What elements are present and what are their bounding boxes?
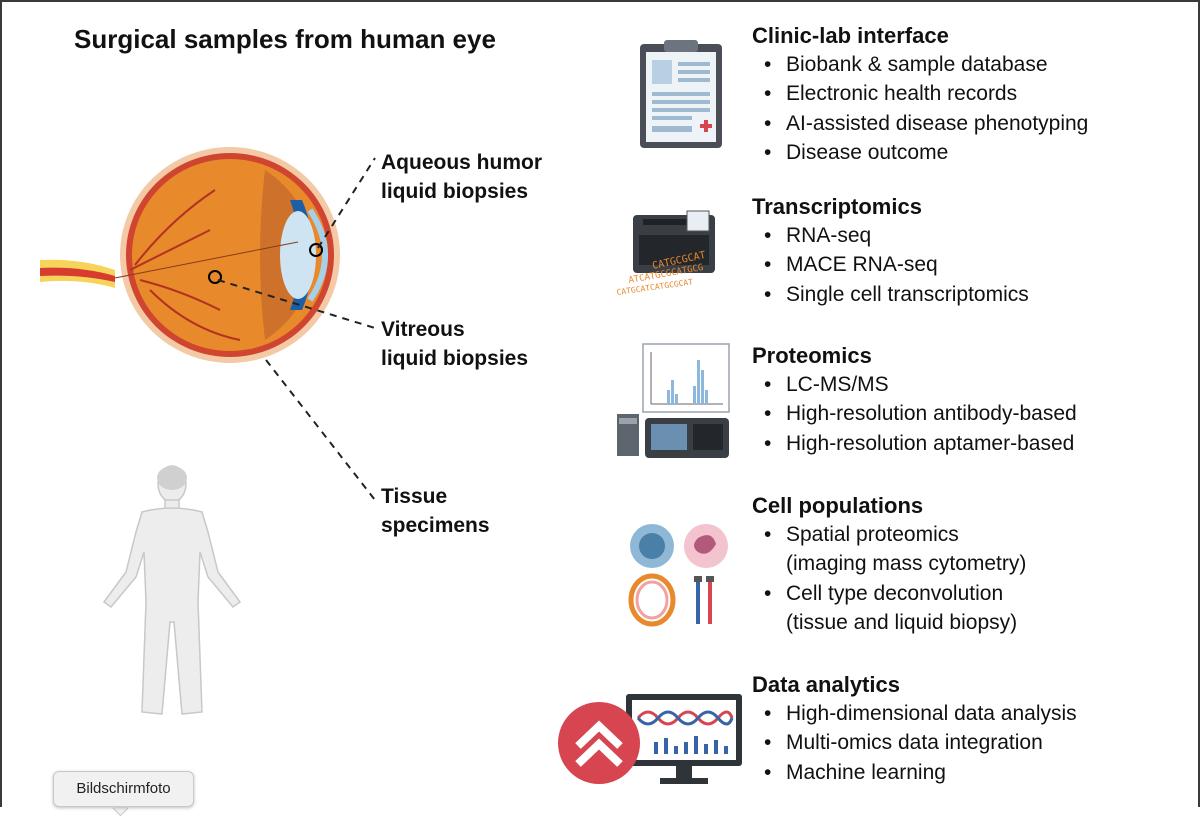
section-data-analytics: Data analytics High-dimensional data ana… [752,671,1077,787]
list-item: MACE RNA-seq [752,250,1029,280]
tissue-label: Tissue specimens [381,485,490,537]
list-item: Cell type deconvolution [752,579,1026,609]
connector-lines [217,157,376,501]
list-item-continuation: (imaging mass cytometry) [786,552,1027,576]
cells-icon [628,524,728,627]
aqueous-label: Aqueous humor liquid biopsies [381,151,542,203]
human-figure-icon [102,465,242,715]
section-heading: Proteomics [752,343,872,368]
section-heading: Clinic-lab interface [752,23,949,48]
list-item: Machine learning [752,758,1077,788]
list-item: Multi-omics data integration [752,728,1077,758]
section-cell-populations: Cell populations Spatial proteomics (ima… [752,492,1026,637]
list-item: LC-MS/MS [752,370,1077,400]
list-item: AI-assisted disease phenotyping [752,109,1088,139]
scroll-to-top-button[interactable] [558,702,640,784]
list-item: High-resolution aptamer-based [752,429,1077,459]
monitor-icon [626,694,742,784]
clipboard-icon [640,40,722,148]
sequencer-icon: CATGCGCAT ATCATGCGCATGCG CATGCATCATGCGCA… [616,210,715,297]
double-chevron-up-icon [575,720,623,767]
section-proteomics: Proteomics LC-MS/MS High-resolution anti… [752,342,1077,458]
eye-cross-section-icon [40,147,340,363]
list-item: High-resolution antibody-based [752,399,1077,429]
section-heading: Data analytics [752,672,900,697]
section-heading: Cell populations [752,493,924,518]
section-transcriptomics: Transcriptomics RNA-seq MACE RNA-seq Sin… [752,193,1029,309]
section-clinic-lab: Clinic-lab interface Biobank & sample da… [752,22,1088,167]
list-item: High-dimensional data analysis [752,699,1077,729]
list-item: Single cell transcriptomics [752,280,1029,310]
list-item: Biobank & sample database [752,50,1088,80]
list-item: Spatial proteomics [752,520,1026,550]
list-item-continuation: (tissue and liquid biopsy) [786,610,1018,634]
list-item: Electronic health records [752,79,1088,109]
list-item: RNA-seq [752,221,1029,251]
vitreous-label: Vitreous liquid biopsies [381,318,529,370]
figure-title: Surgical samples from human eye [74,24,496,54]
list-item: Disease outcome [752,138,1088,168]
screenshot-tooltip: Bildschirmfoto [53,771,194,807]
section-heading: Transcriptomics [752,194,922,219]
mass-spectrometer-icon [617,343,730,458]
